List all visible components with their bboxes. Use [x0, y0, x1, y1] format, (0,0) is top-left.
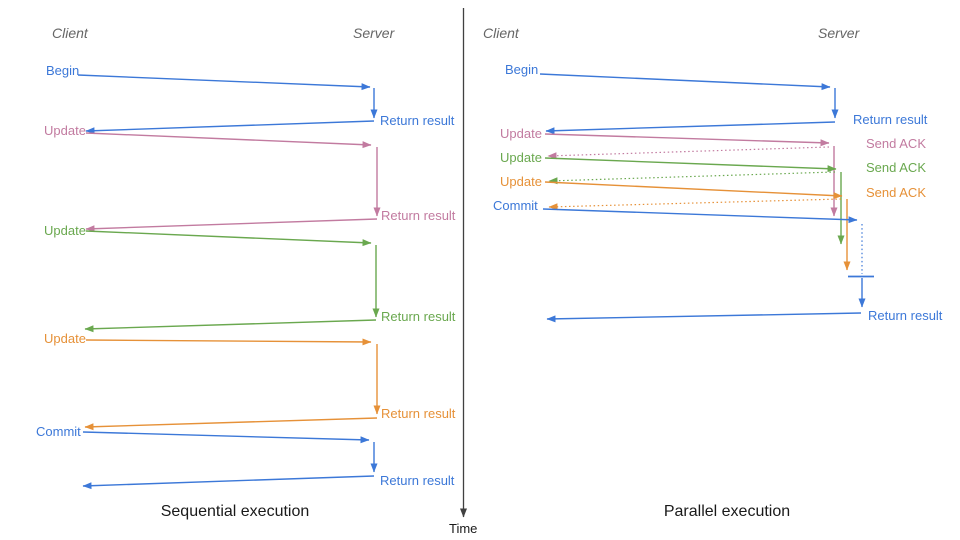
par-update-2-label: Update: [500, 150, 542, 165]
seq-update2-response-arrow: [84, 319, 377, 333]
seq-update3-request-arrow: [85, 338, 372, 346]
par-send-ack-3-label: Send ACK: [866, 185, 926, 200]
par-update1-ack-dotted-arrow: [547, 146, 830, 160]
sequential-execution-title: Sequential execution: [160, 503, 310, 520]
seq-return-result-1-label: Return result: [380, 113, 455, 128]
seq-update1-response-arrow: [85, 218, 378, 233]
par-update3-ack-dotted-arrow: [548, 198, 842, 211]
par-update-3-label: Update: [500, 174, 542, 189]
seq-update-3-label: Update: [44, 331, 86, 346]
par-commit-label: Commit: [493, 198, 538, 213]
time-axis-label: Time: [449, 521, 478, 536]
par-begin-request-arrow: [539, 73, 831, 91]
par-update-1-label: Update: [500, 126, 542, 141]
par-update2-ack-dotted-arrow: [548, 171, 836, 185]
seq-update1-request-arrow: [85, 132, 372, 149]
seq-begin-label: Begin: [46, 63, 80, 78]
seq-return-result-4-label: Return result: [381, 406, 456, 421]
seq-begin-response-arrow: [85, 120, 375, 135]
seq-server-header: Server: [353, 25, 395, 41]
par-begin-response-arrow: [545, 121, 836, 135]
par-update3-request-arrow: [544, 181, 843, 200]
par-commit-request-arrow: [542, 208, 858, 224]
par-server-header: Server: [818, 25, 860, 41]
seq-client-header: Client: [52, 25, 88, 41]
seq-return-result-5-label: Return result: [380, 473, 455, 488]
seq-commit-label: Commit: [36, 424, 81, 439]
par-send-ack-2-label: Send ACK: [866, 160, 926, 175]
seq-update2-request-arrow: [85, 230, 372, 247]
seq-commit-request-arrow: [82, 431, 370, 444]
par-update2-request-arrow: [544, 157, 837, 173]
par-client-header: Client: [483, 25, 519, 41]
parallel-execution-title: Parallel execution: [663, 503, 791, 520]
par-commit-response-arrow: [546, 312, 862, 323]
seq-return-result-3-label: Return result: [381, 309, 456, 324]
par-send-ack-1-label: Send ACK: [866, 136, 926, 151]
seq-update-2-label: Update: [44, 223, 86, 238]
par-return-result-2-label: Return result: [868, 308, 943, 323]
seq-return-result-2-label: Return result: [381, 208, 456, 223]
seq-update-1-label: Update: [44, 123, 86, 138]
seq-update3-response-arrow: [84, 417, 378, 431]
seq-begin-request-arrow: [77, 74, 371, 91]
seq-commit-response-arrow: [82, 475, 375, 490]
par-return-result-1-label: Return result: [853, 112, 928, 127]
par-begin-label: Begin: [505, 62, 539, 77]
par-update1-request-arrow: [544, 133, 830, 147]
